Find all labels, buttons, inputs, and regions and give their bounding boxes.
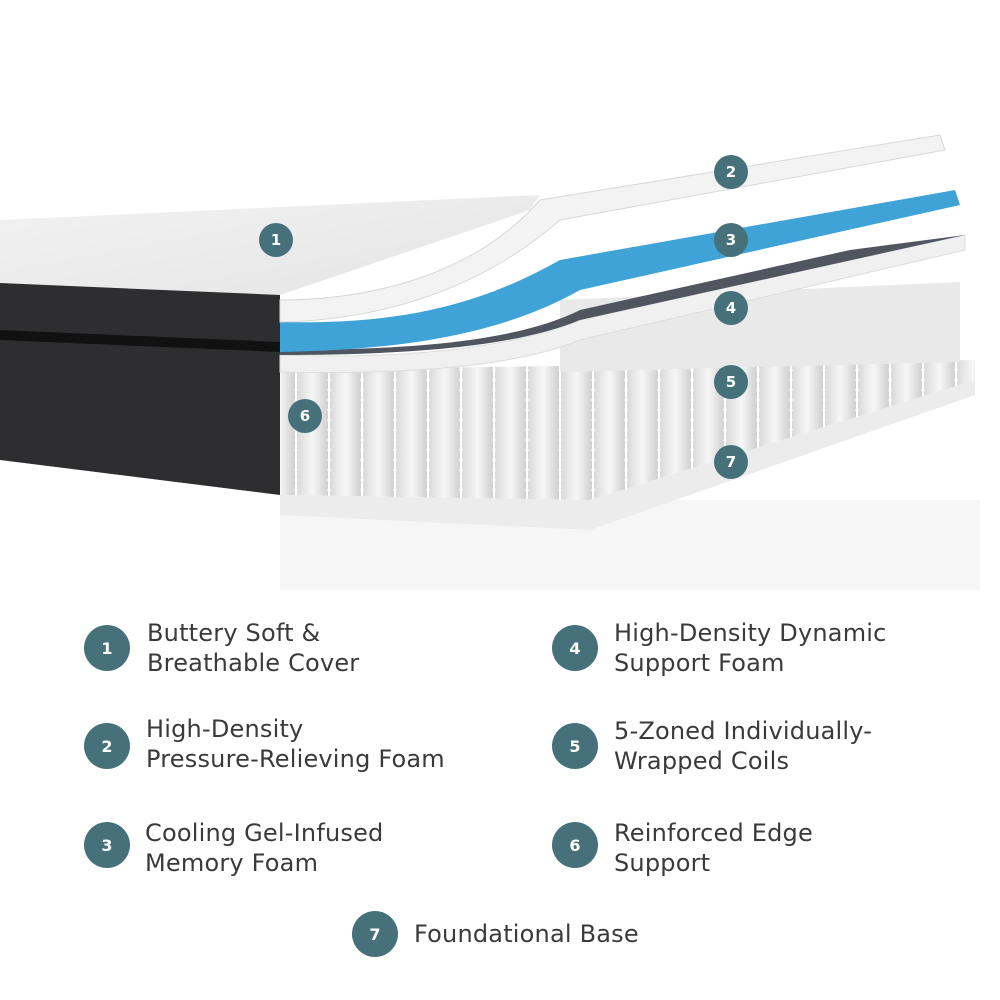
legend-line: 5-Zoned Individually- bbox=[614, 717, 873, 745]
legend-line: Support bbox=[614, 849, 711, 877]
legend-line: High-Density bbox=[146, 715, 304, 743]
legend-item-2: High-Density Pressure-Relieving Foam bbox=[146, 714, 445, 774]
marker-4: 4 bbox=[714, 291, 748, 325]
legend-line: Buttery Soft & bbox=[147, 619, 321, 647]
legend-badge-7: 7 bbox=[352, 911, 398, 957]
marker-5: 5 bbox=[714, 365, 748, 399]
legend-line: Memory Foam bbox=[145, 849, 319, 877]
legend-badge-6: 6 bbox=[552, 822, 598, 868]
legend-item-3: Cooling Gel-Infused Memory Foam bbox=[145, 818, 383, 878]
mattress-layers-illustration bbox=[0, 134, 975, 530]
legend-badge-3: 3 bbox=[84, 822, 130, 868]
legend-line: Reinforced Edge bbox=[614, 819, 813, 847]
gel-foam-layer bbox=[280, 190, 960, 352]
legend-line: Foundational Base bbox=[414, 920, 639, 948]
legend-item-7: Foundational Base bbox=[414, 919, 639, 949]
marker-3: 3 bbox=[714, 223, 748, 257]
legend-line: Cooling Gel-Infused bbox=[145, 819, 384, 847]
legend-badge-5: 5 bbox=[552, 723, 598, 769]
legend-line: Breathable Cover bbox=[147, 649, 360, 677]
legend-item-1: Buttery Soft & Breathable Cover bbox=[147, 618, 359, 678]
legend-badge-4: 4 bbox=[552, 625, 598, 671]
legend-line: Wrapped Coils bbox=[614, 747, 790, 775]
legend-line: Pressure-Relieving Foam bbox=[146, 745, 445, 773]
marker-6: 6 bbox=[288, 399, 322, 433]
marker-1: 1 bbox=[259, 223, 293, 257]
legend-badge-1: 1 bbox=[84, 625, 130, 671]
legend-badge-2: 2 bbox=[84, 723, 130, 769]
coils bbox=[280, 360, 975, 500]
legend-item-5: 5-Zoned Individually- Wrapped Coils bbox=[614, 716, 872, 776]
legend-line: High-Density Dynamic bbox=[614, 619, 887, 647]
legend-line: Support Foam bbox=[614, 649, 785, 677]
marker-2: 2 bbox=[714, 155, 748, 189]
legend-item-4: High-Density Dynamic Support Foam bbox=[614, 618, 887, 678]
cover-side-panel bbox=[0, 280, 280, 495]
marker-7: 7 bbox=[714, 445, 748, 479]
foundation-base bbox=[280, 380, 975, 530]
legend-item-6: Reinforced Edge Support bbox=[614, 818, 813, 878]
